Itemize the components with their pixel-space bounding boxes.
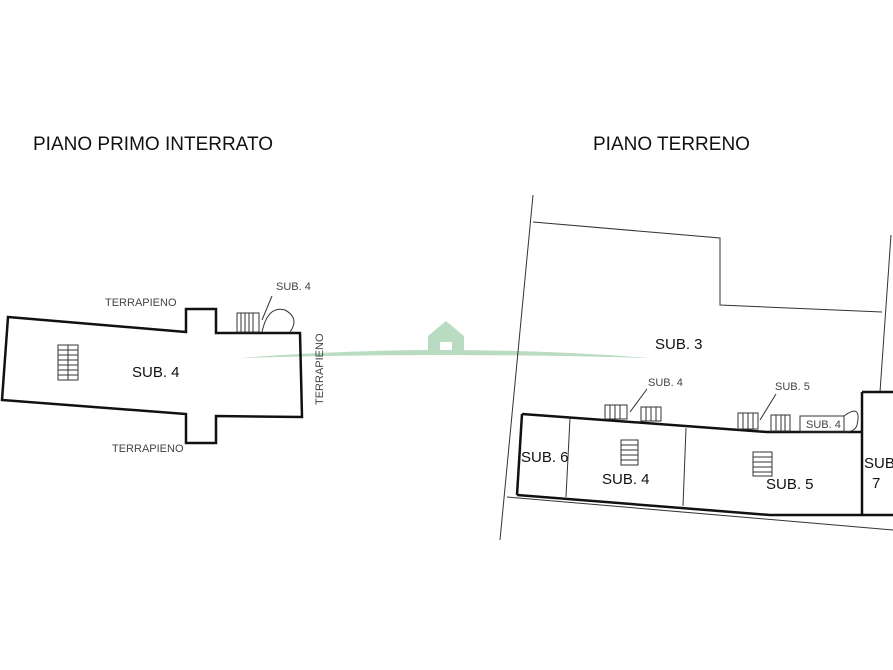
label-terrapieno-bottom: TERRAPIENO (112, 443, 184, 455)
label-stair-sub5: SUB. 5 (775, 381, 810, 393)
label-stair-sub4: SUB. 4 (276, 281, 311, 293)
label-sub7-line1: SUB (864, 455, 893, 472)
label-sub7-line2: 7 (872, 475, 880, 492)
stair-icon (57, 295, 295, 381)
stair-icon (604, 388, 791, 477)
watermark-logo (240, 321, 650, 358)
label-terrapieno-top: TERRAPIENO (105, 297, 177, 309)
label-sub5: SUB. 5 (766, 476, 814, 493)
label-sub4-basement: SUB. 4 (132, 364, 180, 381)
label-sub6: SUB. 6 (521, 449, 569, 466)
label-sub3: SUB. 3 (655, 336, 703, 353)
basement-plan: SUB. 4 SUB. 4 TERRAPIENO TERRAPIENO TERR… (0, 281, 326, 455)
title-basement: PIANO PRIMO INTERRATO (33, 134, 273, 155)
label-stair-sub4-ground: SUB. 4 (648, 377, 683, 389)
label-sub4-ground: SUB. 4 (602, 471, 650, 488)
ground-floor-plan: SUB. 3 SUB. 4 SUB. 5 SUB. 4 SUB. 6 SUB. … (499, 194, 893, 541)
title-ground-floor: PIANO TERRENO (593, 134, 750, 155)
label-sub4-box: SUB. 4 (806, 419, 841, 431)
label-terrapieno-right: TERRAPIENO (314, 333, 326, 405)
